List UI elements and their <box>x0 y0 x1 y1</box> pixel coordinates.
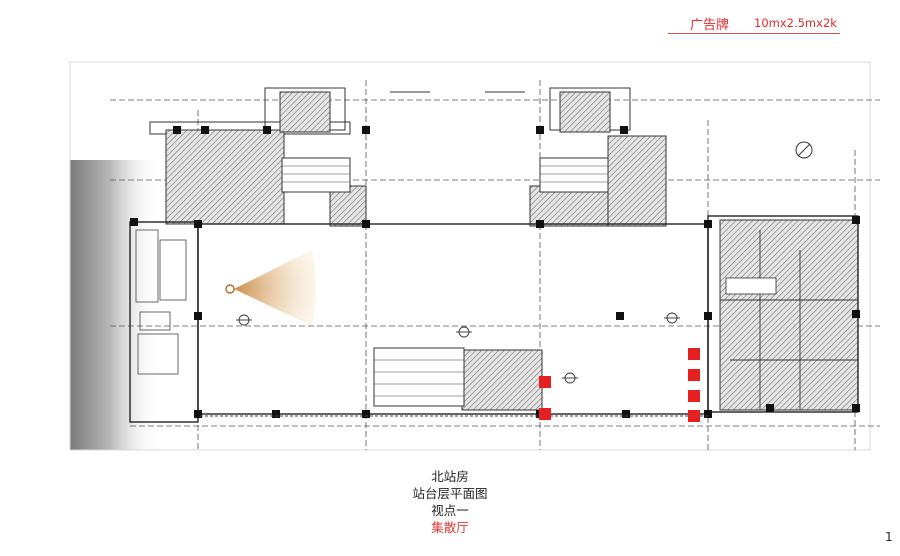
level-marker-icons <box>236 312 680 384</box>
drawing-caption: 北站房 站台层平面图 视点一 集散厅 <box>330 468 570 536</box>
page-number: 1 <box>885 530 893 544</box>
left-rooms <box>135 229 187 375</box>
plan-frame <box>69 61 871 451</box>
legend-spec: 10mx2.5mx2k <box>754 16 837 30</box>
hatched-cores <box>165 91 859 411</box>
caption-area: 集散厅 <box>431 520 469 535</box>
caption-station: 北站房 <box>431 469 469 484</box>
east-corridor <box>725 277 777 295</box>
billboard-legend: 广告牌 10mx2.5mx2k <box>668 8 840 34</box>
east-partitions <box>720 230 858 410</box>
legend-underline <box>668 33 840 34</box>
viewpoint-cone-icon <box>225 250 316 326</box>
top-annex <box>149 87 631 135</box>
stair-blocks <box>281 157 609 407</box>
caption-viewpoint: 视点一 <box>431 503 469 518</box>
billboard-markers <box>539 348 700 422</box>
legend-label: 广告牌 <box>690 18 730 33</box>
north-arrow-icon <box>795 141 813 159</box>
caption-drawing: 站台层平面图 <box>412 486 488 501</box>
left-shade <box>70 160 160 450</box>
stair-treads <box>282 165 608 397</box>
